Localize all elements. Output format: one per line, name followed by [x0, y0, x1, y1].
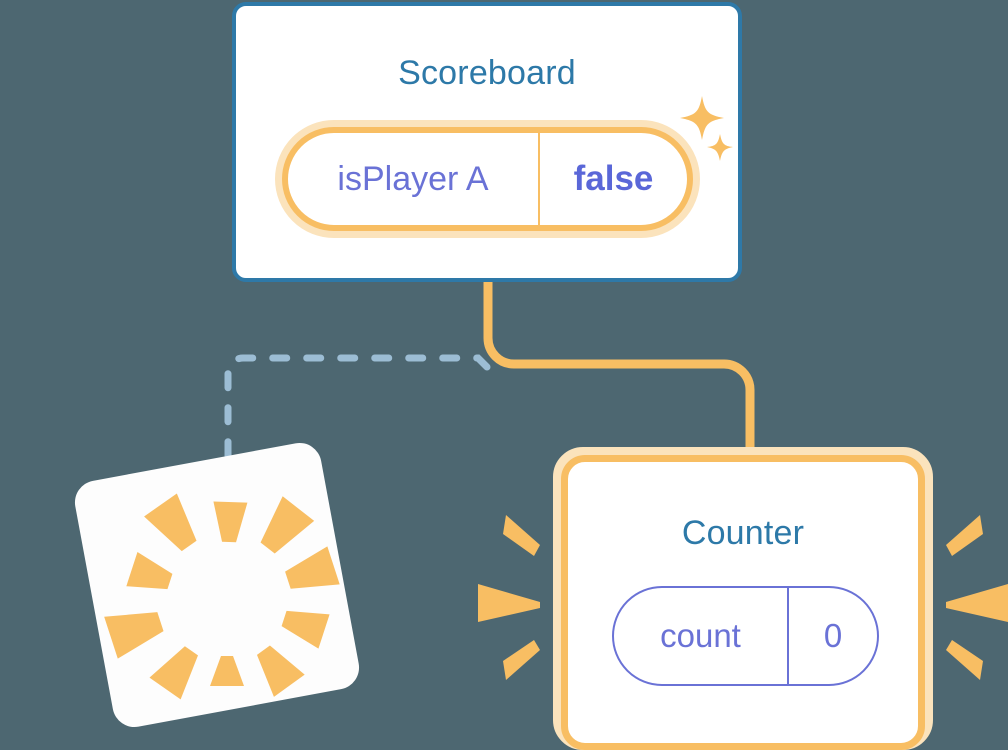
- pill-highlight-halo: [275, 120, 700, 238]
- ray-right-middle: [946, 584, 1008, 622]
- connector-scoreboard-to-blank-card: [224, 354, 491, 466]
- counter-property-pill[interactable]: count 0: [612, 586, 879, 686]
- ray-right-bottom: [946, 640, 983, 680]
- scoreboard-property-value: false: [573, 159, 654, 198]
- scoreboard-property-pill[interactable]: isPlayer A false: [275, 120, 700, 238]
- ray-right-top: [946, 515, 983, 556]
- ray-left-middle: [478, 584, 540, 622]
- sparkle-large-icon: [680, 96, 724, 140]
- scoreboard-property-key: isPlayer A: [288, 133, 540, 225]
- connector-scoreboard-to-counter: [483, 281, 755, 460]
- counter-property-value: 0: [823, 617, 843, 654]
- ray-left-top: [503, 515, 540, 556]
- scoreboard-card-title: Scoreboard: [398, 54, 576, 92]
- counter-property-key: count: [614, 588, 789, 684]
- counter-card-title: Counter: [681, 514, 805, 552]
- pill-ring: isPlayer A false: [282, 127, 693, 231]
- sparkle-small-icon: [707, 134, 733, 161]
- ray-left-bottom: [503, 640, 540, 680]
